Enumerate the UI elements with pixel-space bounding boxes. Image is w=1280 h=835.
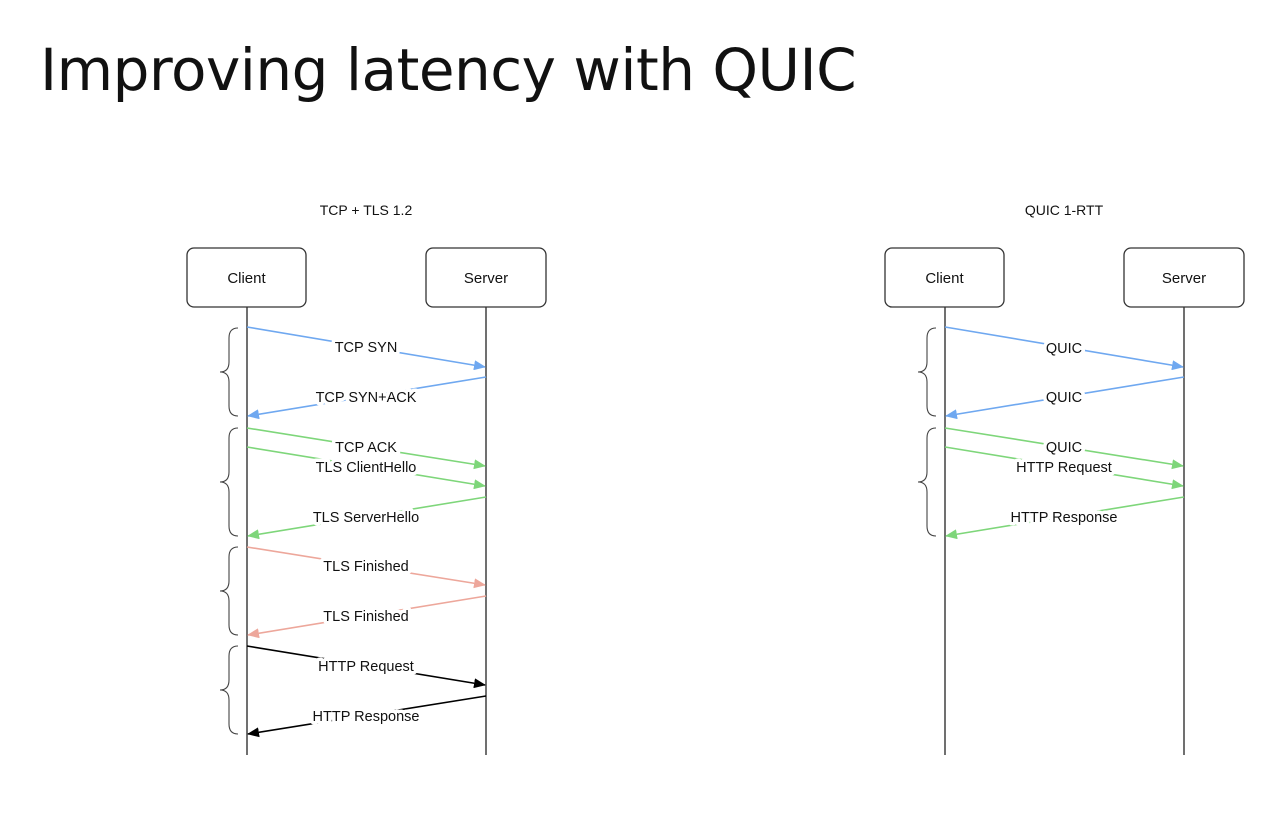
diagram-tcp-tls: TCP + TLS 1.2 Client Server TCP SYN TCP …: [186, 202, 547, 755]
message-arrow: [945, 496, 1185, 540]
message-arrow: [247, 496, 487, 540]
phase-brace: [219, 645, 239, 735]
message-arrow: [246, 546, 486, 589]
message-arrow: [944, 446, 1184, 490]
server-actor-box: [1123, 247, 1245, 308]
client-actor-label: Client: [227, 270, 266, 287]
message-arrow: [246, 446, 486, 490]
message-label: TCP SYN: [335, 340, 398, 356]
message-label: HTTP Response: [313, 709, 420, 725]
server-actor-label: Server: [1162, 270, 1206, 287]
message-arrow: [246, 427, 486, 470]
message-label: QUIC: [1046, 341, 1082, 357]
message-label: HTTP Request: [1016, 460, 1112, 476]
message-arrow: [944, 326, 1184, 371]
message-label: HTTP Request: [318, 659, 414, 675]
phase-brace: [219, 327, 239, 417]
message-arrow: [247, 695, 487, 738]
diagram-quic: QUIC 1-RTT Client Server QUIC QUIC QUIC …: [884, 202, 1245, 755]
message-label: QUIC: [1046, 440, 1082, 456]
message-label: QUIC: [1046, 390, 1082, 406]
message-arrow: [945, 376, 1185, 420]
client-actor-box: [884, 247, 1005, 308]
server-actor-label: Server: [464, 270, 508, 287]
diagram-title: QUIC 1-RTT: [1025, 202, 1104, 218]
phase-brace: [219, 427, 239, 537]
message-arrow: [944, 427, 1184, 470]
message-arrow: [246, 645, 486, 689]
phase-brace: [219, 546, 239, 636]
client-actor-label: Client: [925, 270, 964, 287]
message-label: TLS ClientHello: [316, 460, 417, 476]
message-label: TLS Finished: [323, 559, 408, 575]
message-label: TCP SYN+ACK: [316, 390, 417, 406]
message-label: TLS Finished: [323, 609, 408, 625]
diagram-title: TCP + TLS 1.2: [320, 202, 413, 218]
message-arrow: [246, 326, 486, 371]
message-label: TLS ServerHello: [313, 510, 419, 526]
phase-brace: [917, 427, 937, 537]
message-arrow: [247, 595, 487, 639]
phase-brace: [917, 327, 937, 417]
message-arrow: [247, 376, 487, 420]
message-label: HTTP Response: [1011, 510, 1118, 526]
client-actor-box: [186, 247, 307, 308]
message-label: TCP ACK: [335, 440, 397, 456]
server-actor-box: [425, 247, 547, 308]
slide-title: Improving latency with QUIC: [40, 36, 857, 104]
